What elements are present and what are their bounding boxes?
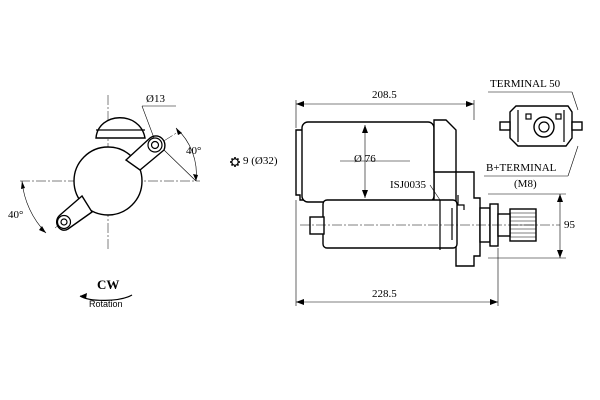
total-length-dimension: 228.5	[372, 288, 397, 300]
terminal-detail	[484, 91, 583, 177]
front-view	[20, 95, 200, 301]
part-number-label: ISJ0035	[390, 179, 427, 191]
hole-diameter-label: Ø13	[146, 93, 165, 105]
gear-icon	[230, 157, 240, 167]
rotation-direction-label: CW	[97, 277, 120, 292]
terminal-50-label: TERMINAL 50	[490, 78, 561, 90]
side-view	[295, 100, 566, 306]
body-diameter-label: Ø 76	[354, 153, 376, 165]
b-plus-terminal-label: B+TERMINAL	[486, 162, 557, 174]
overall-length-dimension: 208.5	[372, 89, 397, 101]
angle-left-label: 40°	[8, 209, 24, 221]
rotation-label: Rotation	[89, 299, 123, 309]
thread-size-label: (M8)	[514, 178, 537, 190]
angle-top-label: 40°	[186, 145, 202, 157]
height-dimension: 95	[564, 219, 575, 231]
pinion-teeth-label: 9 (Ø32)	[243, 155, 278, 167]
